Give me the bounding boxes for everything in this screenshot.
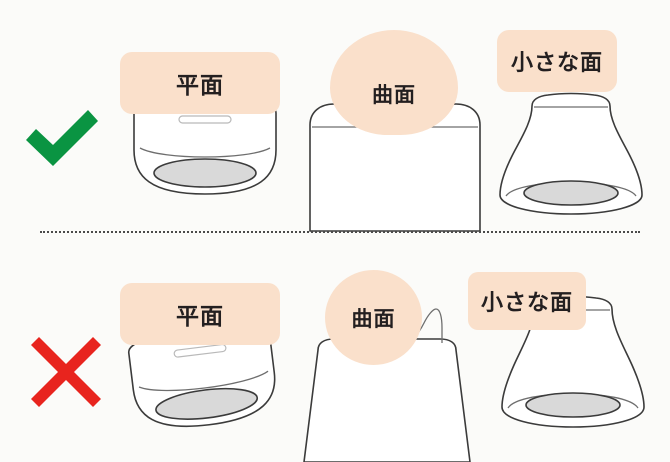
cell-bad-flat <box>100 231 310 462</box>
check-icon <box>22 98 102 178</box>
label-small-bad: 小さな面 <box>468 272 586 330</box>
label-curve-good: 曲面 <box>330 30 458 135</box>
cell-bad-small <box>470 231 670 462</box>
label-flat-bad: 平面 <box>120 283 280 345</box>
row-good-examples: 平面 曲面 小さな面 <box>22 0 670 232</box>
label-flat-good: 平面 <box>120 52 280 114</box>
label-small-good: 小さな面 <box>497 30 617 92</box>
cell-good-small <box>470 0 670 231</box>
row-bad-examples: 平面 曲面 小さな面 <box>0 231 670 462</box>
cell-bad-curve <box>300 231 490 462</box>
cell-good-flat <box>100 0 310 231</box>
cross-icon <box>26 332 106 412</box>
section-divider <box>40 231 640 233</box>
label-curve-bad: 曲面 <box>325 270 422 365</box>
